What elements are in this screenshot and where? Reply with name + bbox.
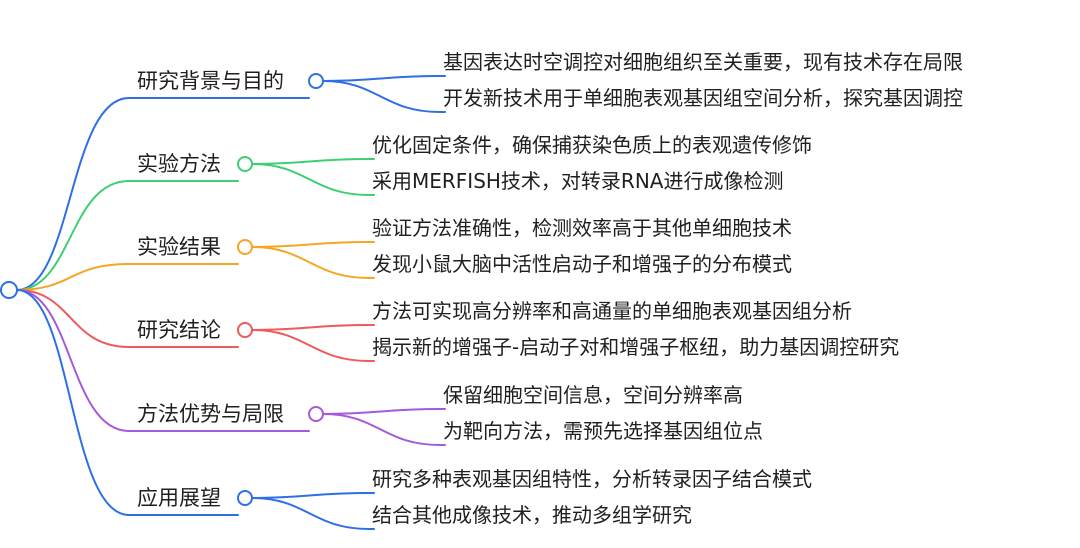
root-link-2 <box>16 180 130 291</box>
leaf-link-4-1 <box>251 324 370 331</box>
leaf-link-6-1 <box>251 492 370 499</box>
branch-label-1: 研究背景与目的 <box>137 69 284 93</box>
leaf-link-3-1 <box>251 241 370 248</box>
branch-label-6: 应用展望 <box>137 486 221 510</box>
leaf-link-4-2 <box>251 329 370 362</box>
leaf-label-6-1: 研究多种表观基因组特性，分析转录因子结合模式 <box>372 467 812 491</box>
root-node[interactable] <box>0 281 18 299</box>
leaf-link-3-2 <box>251 246 370 279</box>
leaf-label-6-2: 结合其他成像技术，推动多组学研究 <box>372 503 692 527</box>
leaf-label-2-1: 优化固定条件，确保捕获染色质上的表观遗传修饰 <box>372 133 812 157</box>
leaf-label-1-2: 开发新技术用于单细胞表观基因组空间分析，探究基因调控 <box>443 86 963 110</box>
branch-toggle-3[interactable] <box>237 239 253 255</box>
leaf-link-5-2 <box>322 413 441 446</box>
branch-label-3: 实验结果 <box>137 235 221 259</box>
branch-label-4: 研究结论 <box>137 318 221 342</box>
branch-toggle-5[interactable] <box>308 406 324 422</box>
root-link-3 <box>16 263 130 291</box>
leaf-label-3-1: 验证方法准确性，检测效率高于其他单细胞技术 <box>372 216 792 240</box>
leaf-link-1-1 <box>322 75 441 82</box>
leaf-label-4-2: 揭示新的增强子-启动子对和增强子枢纽，助力基因调控研究 <box>372 335 900 359</box>
branch-label-5: 方法优势与局限 <box>137 402 284 426</box>
root-link-1 <box>16 97 130 291</box>
leaf-label-3-2: 发现小鼠大脑中活性启动子和增强子的分布模式 <box>372 252 792 276</box>
leaf-label-5-2: 为靶向方法，需预先选择基因组位点 <box>443 419 763 443</box>
leaf-label-4-1: 方法可实现高分辨率和高通量的单细胞表观基因组分析 <box>372 299 852 323</box>
leaf-link-5-1 <box>322 408 441 415</box>
leaf-link-2-1 <box>251 158 370 165</box>
branch-toggle-1[interactable] <box>308 73 324 89</box>
leaf-label-1-1: 基因表达时空调控对细胞组织至关重要，现有技术存在局限 <box>443 50 963 74</box>
leaf-label-5-1: 保留细胞空间信息，空间分辨率高 <box>443 383 743 407</box>
root-link-4 <box>16 289 130 348</box>
branch-toggle-6[interactable] <box>237 490 253 506</box>
branch-label-2: 实验方法 <box>137 152 221 176</box>
branch-toggle-2[interactable] <box>237 156 253 172</box>
root-link-5 <box>16 289 130 432</box>
root-link-6 <box>16 289 130 516</box>
leaf-link-1-2 <box>322 80 441 113</box>
leaf-link-2-2 <box>251 163 370 196</box>
branch-toggle-4[interactable] <box>237 322 253 338</box>
leaf-label-2-2: 采用MERFISH技术，对转录RNA进行成像检测 <box>372 169 784 193</box>
leaf-link-6-2 <box>251 497 370 530</box>
